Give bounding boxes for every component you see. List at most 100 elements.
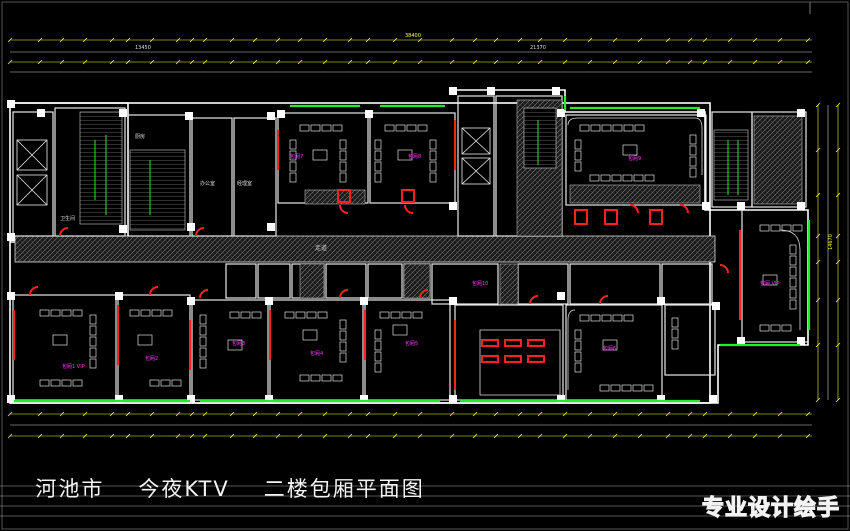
sofa-seat	[574, 161, 582, 172]
sofa-seat	[789, 244, 797, 255]
dimension-tick	[612, 433, 618, 439]
stairwells	[79, 107, 749, 231]
dimension-tick	[189, 433, 195, 439]
structural-column	[7, 100, 15, 108]
dimension-tick	[449, 433, 455, 439]
sofa-seat	[412, 311, 423, 319]
stair-lines-green	[94, 120, 739, 215]
coffee-table	[312, 149, 328, 161]
sofa-seat	[623, 314, 634, 322]
dimension-tick	[59, 37, 65, 43]
sofa-seat	[199, 314, 207, 325]
sofa-seat	[611, 174, 622, 182]
sofa-seat	[689, 145, 697, 156]
dimension-tick	[805, 37, 811, 43]
sofa-seat	[632, 384, 643, 392]
structural-column	[365, 110, 373, 118]
coffee-table	[397, 149, 413, 161]
sofa-seat	[689, 156, 697, 167]
sofa-seat	[601, 314, 612, 322]
sofa-seat	[429, 139, 437, 150]
dimension-tick	[175, 59, 181, 65]
structural-column	[185, 112, 193, 120]
sofa-seat	[390, 311, 401, 319]
structural-column	[797, 337, 805, 345]
sofa-seat	[289, 161, 297, 172]
dimension-tick	[777, 59, 783, 65]
sofa-seat	[590, 314, 601, 322]
dimension-tick	[125, 411, 131, 417]
dimension-tick	[322, 59, 328, 65]
dimension-tick	[347, 37, 353, 43]
sofa-seat	[374, 340, 382, 351]
sofa-seat	[39, 309, 50, 317]
sofa-seat	[310, 124, 321, 132]
sofa-seat	[601, 124, 612, 132]
sofa-seat	[574, 362, 582, 373]
dimension-tick	[537, 433, 543, 439]
sofa-seat	[229, 311, 240, 319]
room-label-box-7: 包厢7	[290, 153, 303, 160]
structural-column	[119, 225, 127, 233]
sofa-seat	[50, 379, 61, 387]
sofa-seat	[770, 224, 781, 232]
sofa-seat	[401, 311, 412, 319]
sofa-seat	[89, 314, 97, 325]
sofa-seat	[574, 139, 582, 150]
dimension-tick	[493, 59, 499, 65]
structural-column	[697, 109, 705, 117]
dimension-tick	[472, 433, 478, 439]
sofa-seat	[89, 336, 97, 347]
dimension-tick	[229, 37, 235, 43]
coffee-table	[137, 334, 153, 346]
dimension-tick	[297, 433, 303, 439]
furniture	[39, 124, 803, 392]
sofa-seat	[129, 309, 140, 317]
watermark-logo: 专业设计绘手	[701, 495, 840, 521]
sofa-seat	[162, 309, 173, 317]
sofa-seat	[792, 224, 803, 232]
sofa-seat	[50, 309, 61, 317]
structural-column	[557, 109, 565, 117]
dimension-tick	[297, 37, 303, 43]
sofa-seat	[429, 150, 437, 161]
sofa-seat	[622, 174, 633, 182]
dimension-tick	[665, 59, 671, 65]
dimension-tick	[365, 411, 371, 417]
dimension-tick	[702, 59, 708, 65]
dimension-tick	[835, 147, 841, 153]
dimension-tick	[125, 59, 131, 65]
room-label-toilet: 卫生间	[60, 215, 75, 222]
dimension-tick	[562, 59, 568, 65]
dim-overall: 38400	[405, 33, 421, 39]
sofa-seat	[149, 379, 160, 387]
dimension-tick	[449, 37, 455, 43]
sofa-seat	[671, 317, 679, 328]
dimension-tick	[815, 147, 821, 153]
dimension-tick	[493, 37, 499, 43]
dimension-tick	[109, 59, 115, 65]
elevator-shafts	[16, 127, 491, 206]
dimension-tick	[687, 411, 693, 417]
dimension-tick	[202, 37, 208, 43]
dimension-tick	[59, 59, 65, 65]
sofa-seat	[339, 330, 347, 341]
dimension-tick	[587, 59, 593, 65]
structural-column	[360, 395, 368, 403]
coffee-table	[392, 324, 408, 336]
room-labels: 包厢1 VIP 包厢2 包厢3 包厢4 包厢5 包厢6 包厢7 包厢8 包厢9 …	[62, 153, 780, 370]
structural-column	[7, 292, 15, 300]
structural-column	[449, 395, 457, 403]
sofa-seat	[199, 336, 207, 347]
structural-column	[267, 223, 275, 231]
structural-column	[360, 297, 368, 305]
dimension-tick	[805, 411, 811, 417]
structural-column	[187, 223, 195, 231]
dimension-tick	[562, 411, 568, 417]
sofa-seat	[374, 161, 382, 172]
coffee-table	[622, 144, 638, 156]
dimension-tick	[392, 37, 398, 43]
structural-column	[702, 202, 710, 210]
sofa-seat	[781, 324, 792, 332]
